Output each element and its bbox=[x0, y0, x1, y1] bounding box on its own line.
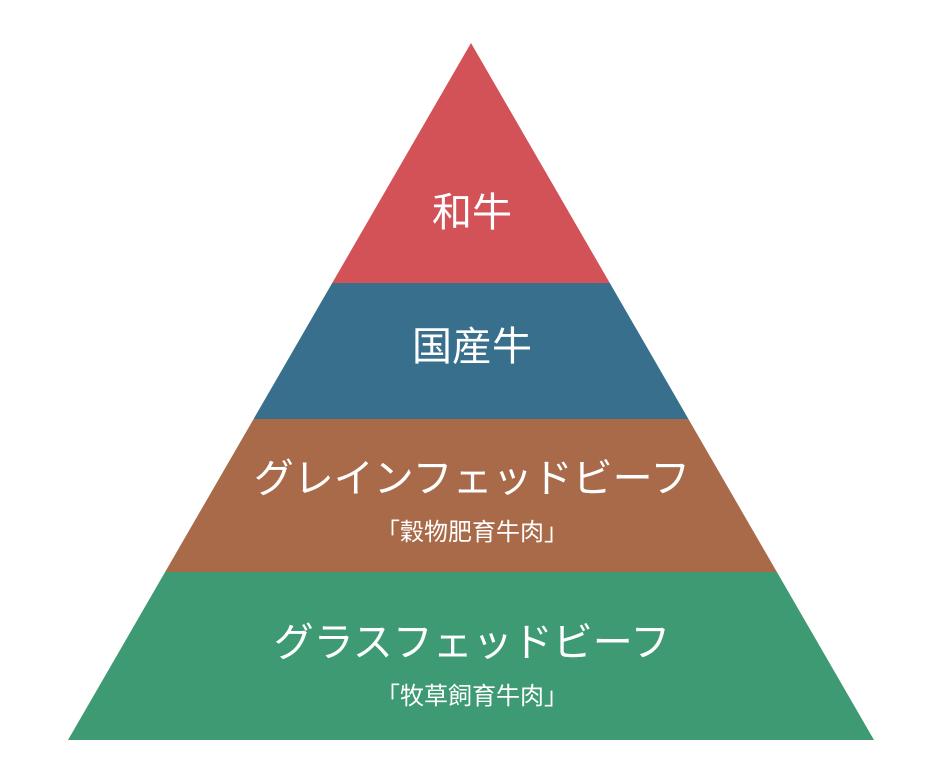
tier-domestic-beef-label: 国産牛 bbox=[412, 324, 532, 370]
tier-domestic-beef bbox=[253, 283, 689, 419]
tier-grain-fed-beef-label: グレインフェッドビーフ bbox=[253, 456, 691, 502]
tier-wagyu-label: 和牛 bbox=[432, 190, 512, 236]
tier-wagyu bbox=[332, 43, 610, 283]
tier-grass-fed-beef bbox=[68, 572, 874, 740]
tier-grass-fed-beef-sublabel: 「牧草飼育牛肉」 bbox=[376, 682, 568, 710]
tier-grass-fed-beef-label: グラスフェッドビーフ bbox=[273, 620, 671, 666]
tier-grain-fed-beef bbox=[165, 419, 777, 572]
tier-grain-fed-beef-sublabel: 「穀物肥育牛肉」 bbox=[376, 518, 568, 546]
